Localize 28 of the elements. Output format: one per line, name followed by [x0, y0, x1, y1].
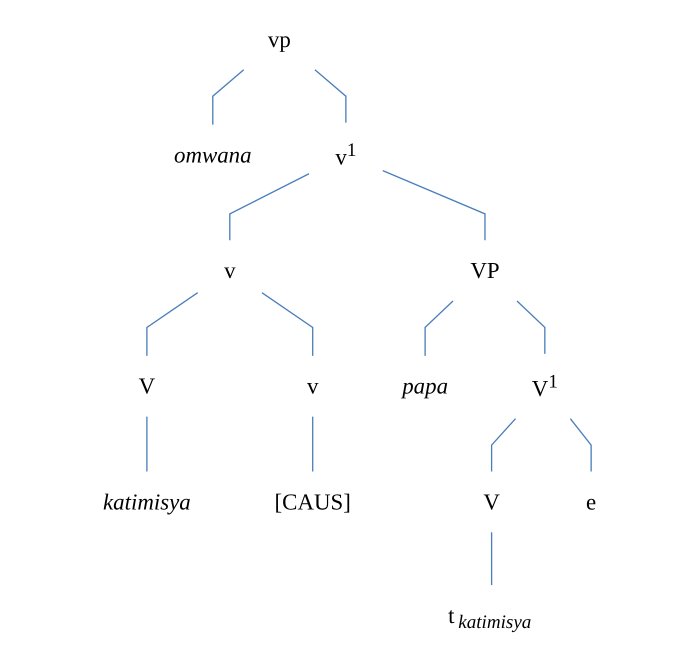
- node-text: V: [482, 489, 500, 515]
- connector: [146, 416, 148, 472]
- syntax-tree-drawing: vp omwana v$^{1}$ v VP V v papa V$^{1}$ katimisya [CAUS] V e t$_{katimisya}$: [64, 2, 630, 657]
- connector: [228, 173, 309, 240]
- node-text: V$^{1}$: [531, 370, 558, 402]
- node-text: [CAUS]: [274, 489, 351, 515]
- connector: [516, 300, 546, 354]
- connector: [490, 418, 516, 472]
- node-text: papa: [402, 373, 448, 400]
- node-text: v$^{1}$: [335, 139, 356, 170]
- connector: [382, 170, 486, 240]
- node-text: t$_{katimisya}$: [448, 602, 531, 633]
- node-text: VP: [470, 258, 500, 284]
- node-text: omwana: [174, 142, 252, 168]
- connector: [424, 300, 454, 356]
- node-text: v: [224, 258, 236, 284]
- node-text: V: [138, 373, 155, 400]
- connector: [212, 69, 244, 125]
- connector: [261, 292, 314, 356]
- node-text: e: [586, 489, 596, 515]
- node-text: v: [306, 373, 318, 400]
- node-text: katimisya: [102, 489, 190, 515]
- connector: [314, 69, 346, 123]
- connector: [569, 418, 592, 472]
- connector: [146, 292, 198, 356]
- connector: [312, 416, 314, 472]
- connector: [490, 532, 492, 586]
- node-text: vp: [268, 26, 290, 52]
